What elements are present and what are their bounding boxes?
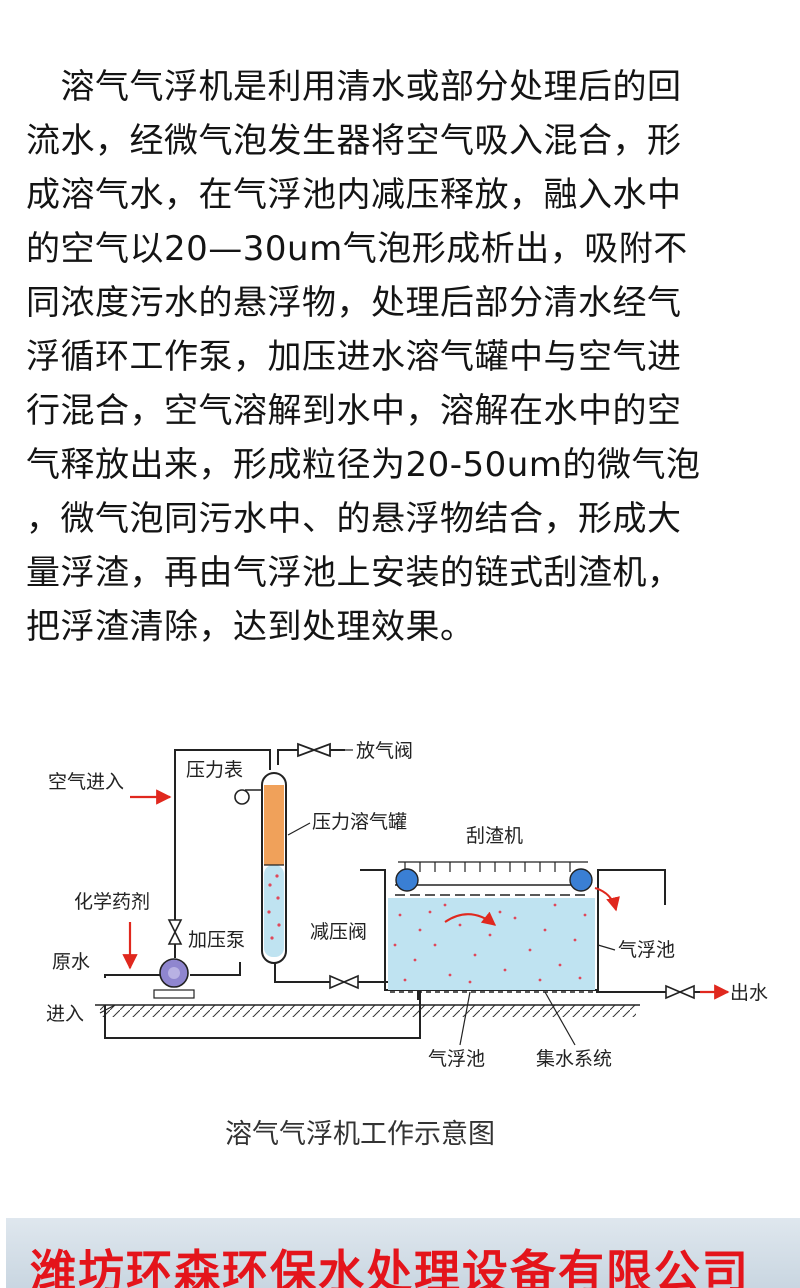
- paragraph-line: 同浓度污水的悬浮物，处理后部分清水经气: [26, 283, 682, 323]
- label-reducing-valve: 减压阀: [310, 921, 367, 943]
- chemical-valve-icon: [167, 919, 183, 958]
- raw-water-pipe: [104, 974, 165, 978]
- paragraph-line: 行混合，空气溶解到水中，溶解在水中的空: [26, 391, 682, 431]
- ground-hatch: [420, 1005, 636, 1017]
- company-name: 潍坊环森环保水处理设备有限公司: [30, 1245, 750, 1288]
- pump-outlet-pipe: [190, 962, 241, 976]
- scraper-icon: [395, 861, 620, 912]
- paragraph-line: 量浮渣，再由气浮池上安装的链式刮渣机，: [26, 553, 682, 593]
- inlet-channel: [104, 985, 421, 1039]
- label-vent-valve: 放气阀: [356, 740, 413, 762]
- label-raw-water: 原水: [52, 951, 90, 973]
- vent-valve-icon: [297, 742, 331, 758]
- label-pressure-tank: 压力溶气罐: [312, 811, 407, 833]
- paragraph-line: 浮循环工作泵，加压进水溶气罐中与空气进: [26, 337, 682, 377]
- label-scraper: 刮渣机: [466, 825, 523, 847]
- dissolved-air-flotation-diagram: 空气进入 压力表 放气阀 压力溶气罐 刮渣机 化学药剂 加压泵 减压阀 原水 进…: [40, 695, 780, 1095]
- paragraph-line: 的空气以20—30um气泡形成析出，吸附不: [26, 229, 688, 269]
- description-paragraph: 溶气气浮机是利用清水或部分处理后的回 流水，经微气泡发生器将空气吸入混合，形 成…: [26, 60, 776, 654]
- paragraph-line: 流水，经微气泡发生器将空气吸入混合，形: [26, 121, 682, 161]
- paragraph-line: 气释放出来，形成粒径为20-50um的微气泡: [26, 445, 701, 485]
- paragraph-line: 溶气气浮机是利用清水或部分处理后的回: [26, 67, 682, 107]
- vent-pipe: [277, 749, 345, 765]
- flotation-tank-icon: [360, 869, 666, 993]
- label-inlet: 进入: [46, 1003, 84, 1025]
- reducing-valve-icon: [329, 974, 359, 990]
- label-chemical: 化学药剂: [74, 891, 150, 913]
- diagram-caption: 溶气气浮机工作示意图: [225, 1119, 495, 1150]
- leader-lines: [99, 749, 616, 1046]
- pressure-pump-icon: [153, 958, 195, 999]
- paragraph-line: 成溶气水，在气浮池内减压释放，融入水中: [26, 175, 682, 215]
- label-air-in: 空气进入: [48, 771, 124, 793]
- company-banner: 潍坊环森环保水处理设备有限公司: [6, 1218, 800, 1288]
- label-pressure-pump: 加压泵: [188, 929, 245, 951]
- air-pipe: [174, 749, 271, 920]
- label-collection-system: 集水系统: [536, 1048, 612, 1070]
- label-pressure-gauge: 压力表: [186, 759, 243, 781]
- label-outlet: 出水: [730, 982, 768, 1004]
- outlet-valve-icon: [665, 984, 695, 1000]
- pressure-tank-icon: [261, 772, 287, 964]
- label-flotation-tank-right: 气浮池: [618, 939, 675, 961]
- paragraph-line: 把浮渣清除，达到处理效果。: [26, 607, 475, 647]
- ground-hatch: [100, 1005, 420, 1017]
- paragraph-line: ，微气泡同污水中、的悬浮物结合，形成大: [26, 499, 682, 539]
- label-flotation-tank-bottom: 气浮池: [428, 1048, 485, 1070]
- pressure-gauge-icon: [234, 789, 262, 805]
